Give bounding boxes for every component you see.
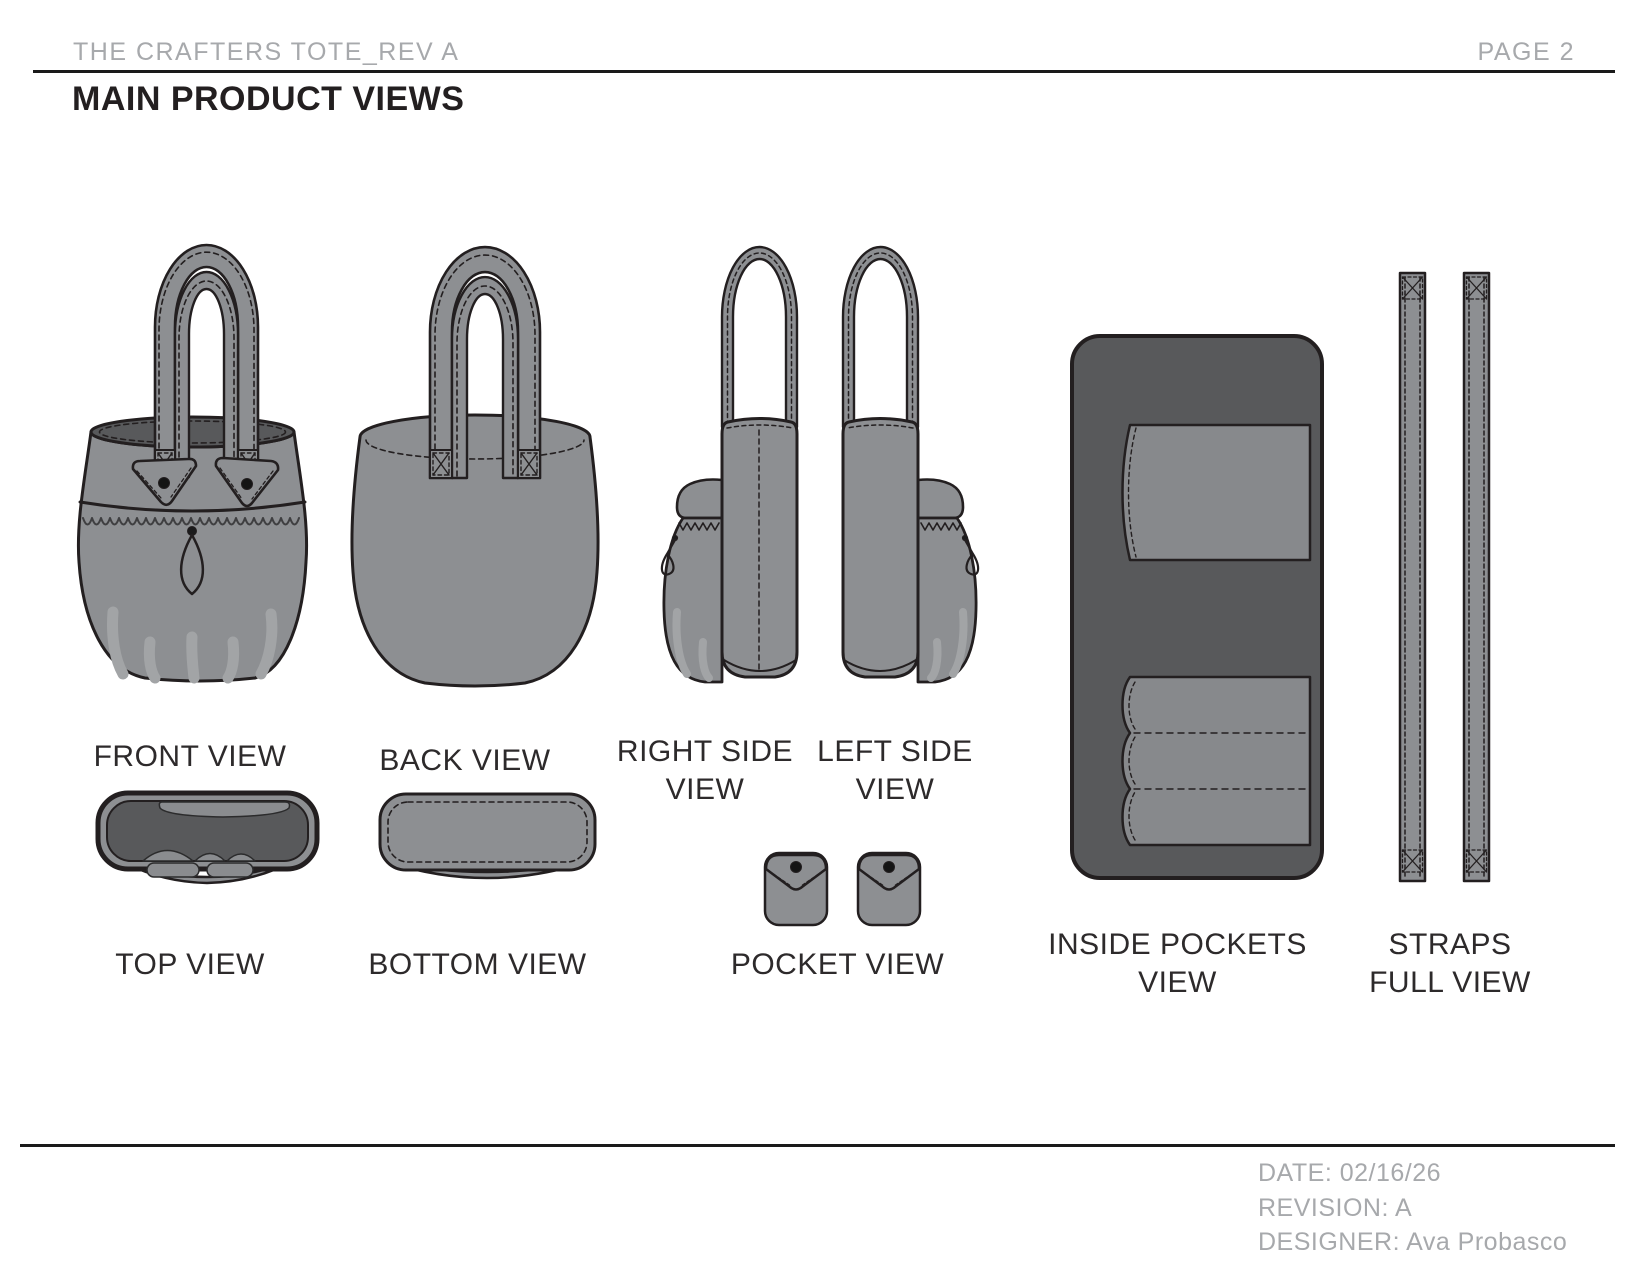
straps-full-view-drawing [1398, 271, 1491, 883]
right-side-view-label: RIGHT SIDE VIEW [616, 735, 794, 806]
front-view-label: FRONT VIEW [93, 740, 287, 773]
pocket-view-label: POCKET VIEW [730, 948, 945, 981]
right-side-view-drawing [660, 245, 799, 684]
footer-info: DATE: 02/16/26 REVISION: A DESIGNER: Ava… [1258, 1156, 1567, 1260]
left-side-view-label: LEFT SIDE VIEW [817, 735, 973, 806]
straps-view-label: STRAPS FULL VIEW [1369, 928, 1531, 999]
page-number: PAGE 2 [1477, 38, 1575, 66]
footer-rule [20, 1144, 1615, 1147]
bottom-view-label: BOTTOM VIEW [368, 948, 587, 981]
back-view-label: BACK VIEW [379, 744, 551, 777]
back-view-drawing [350, 245, 600, 688]
pocket-view-drawing [763, 851, 922, 927]
footer-date: DATE: 02/16/26 [1258, 1159, 1442, 1187]
section-title: MAIN PRODUCT VIEWS [72, 80, 465, 118]
inside-pockets-view-label: INSIDE POCKETS VIEW [1048, 928, 1307, 999]
top-view-label: TOP VIEW [115, 948, 265, 981]
top-view-drawing [95, 790, 320, 885]
footer-designer: DESIGNER: Ava Probasco [1258, 1228, 1568, 1256]
header-rule [33, 70, 1615, 73]
left-side-view-drawing [841, 245, 980, 684]
inside-pockets-view-drawing [1070, 334, 1324, 880]
bottom-view-drawing [378, 792, 597, 880]
footer-revision: REVISION: A [1258, 1193, 1413, 1222]
front-view-drawing [76, 243, 309, 684]
document-title: THE CRAFTERS TOTE_REV A [73, 38, 460, 66]
